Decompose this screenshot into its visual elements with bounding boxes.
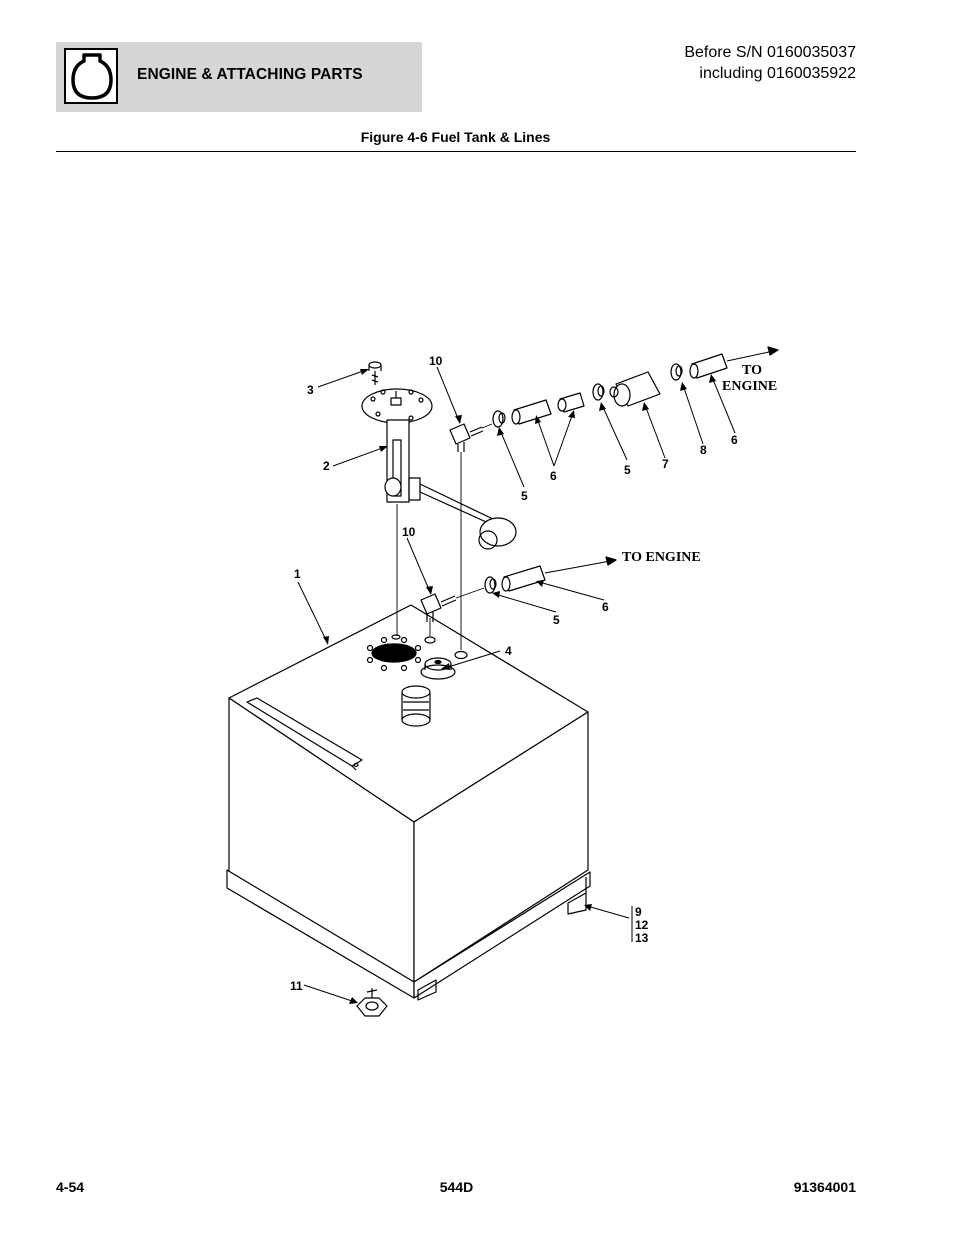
serial-range: Before S/N 0160035037 including 01600359… [684,42,856,84]
fuel-sender [361,388,517,550]
upper-fuel-line [481,349,779,429]
callout-7: 7 [662,457,669,471]
callout-arrowheads [323,369,716,1004]
callout-10-lower: 10 [402,525,416,539]
to-engine-lower: TO ENGINE [622,550,701,565]
callout-6-upper-right: 6 [731,433,738,447]
callout-11: 11 [290,979,303,993]
serial-line-1: Before S/N 0160035037 [684,44,856,61]
callout-10-upper: 10 [429,354,443,368]
filler-neck [401,685,431,727]
elbow-fitting-lower [420,593,457,622]
callout-2: 2 [323,459,330,473]
callout-8: 8 [700,443,707,457]
screw [368,361,382,385]
drain-plug [356,988,388,1017]
page-number: 4-54 [56,1179,85,1195]
callout-numbers: 3 10 2 5 6 5 7 8 6 1 10 5 6 4 9 12 13 11… [290,354,777,993]
header-rule [56,151,856,152]
serial-line-2: including 0160035922 [699,65,856,82]
callout-12: 12 [635,918,649,932]
callout-1: 1 [294,567,301,581]
fuel-tank [226,604,591,1001]
elbow-fitting-upper [449,423,484,452]
callout-5-lower: 5 [553,613,560,627]
filler-cap [420,657,456,680]
callout-4: 4 [505,644,512,658]
callout-leaders [297,366,736,1003]
callout-9: 9 [635,905,642,919]
engine-section-icon [64,48,118,104]
callout-6-lower: 6 [602,600,609,614]
model-number: 544D [439,1179,474,1195]
engine-outline-icon [71,53,113,100]
section-title: ENGINE & ATTACHING PARTS [137,66,363,83]
lower-fuel-line [455,559,617,599]
callout-13: 13 [635,931,649,945]
callout-3: 3 [307,383,314,397]
document-number: 91364001 [793,1179,856,1195]
callout-6-upper-left: 6 [550,469,557,483]
callout-5-upper-left: 5 [521,489,528,503]
to-engine-upper-line1: TO [742,363,762,378]
callout-5-upper-right: 5 [624,463,631,477]
figure-title: Figure 4-6 Fuel Tank & Lines [360,129,551,145]
to-engine-upper-line2: ENGINE [722,379,777,394]
